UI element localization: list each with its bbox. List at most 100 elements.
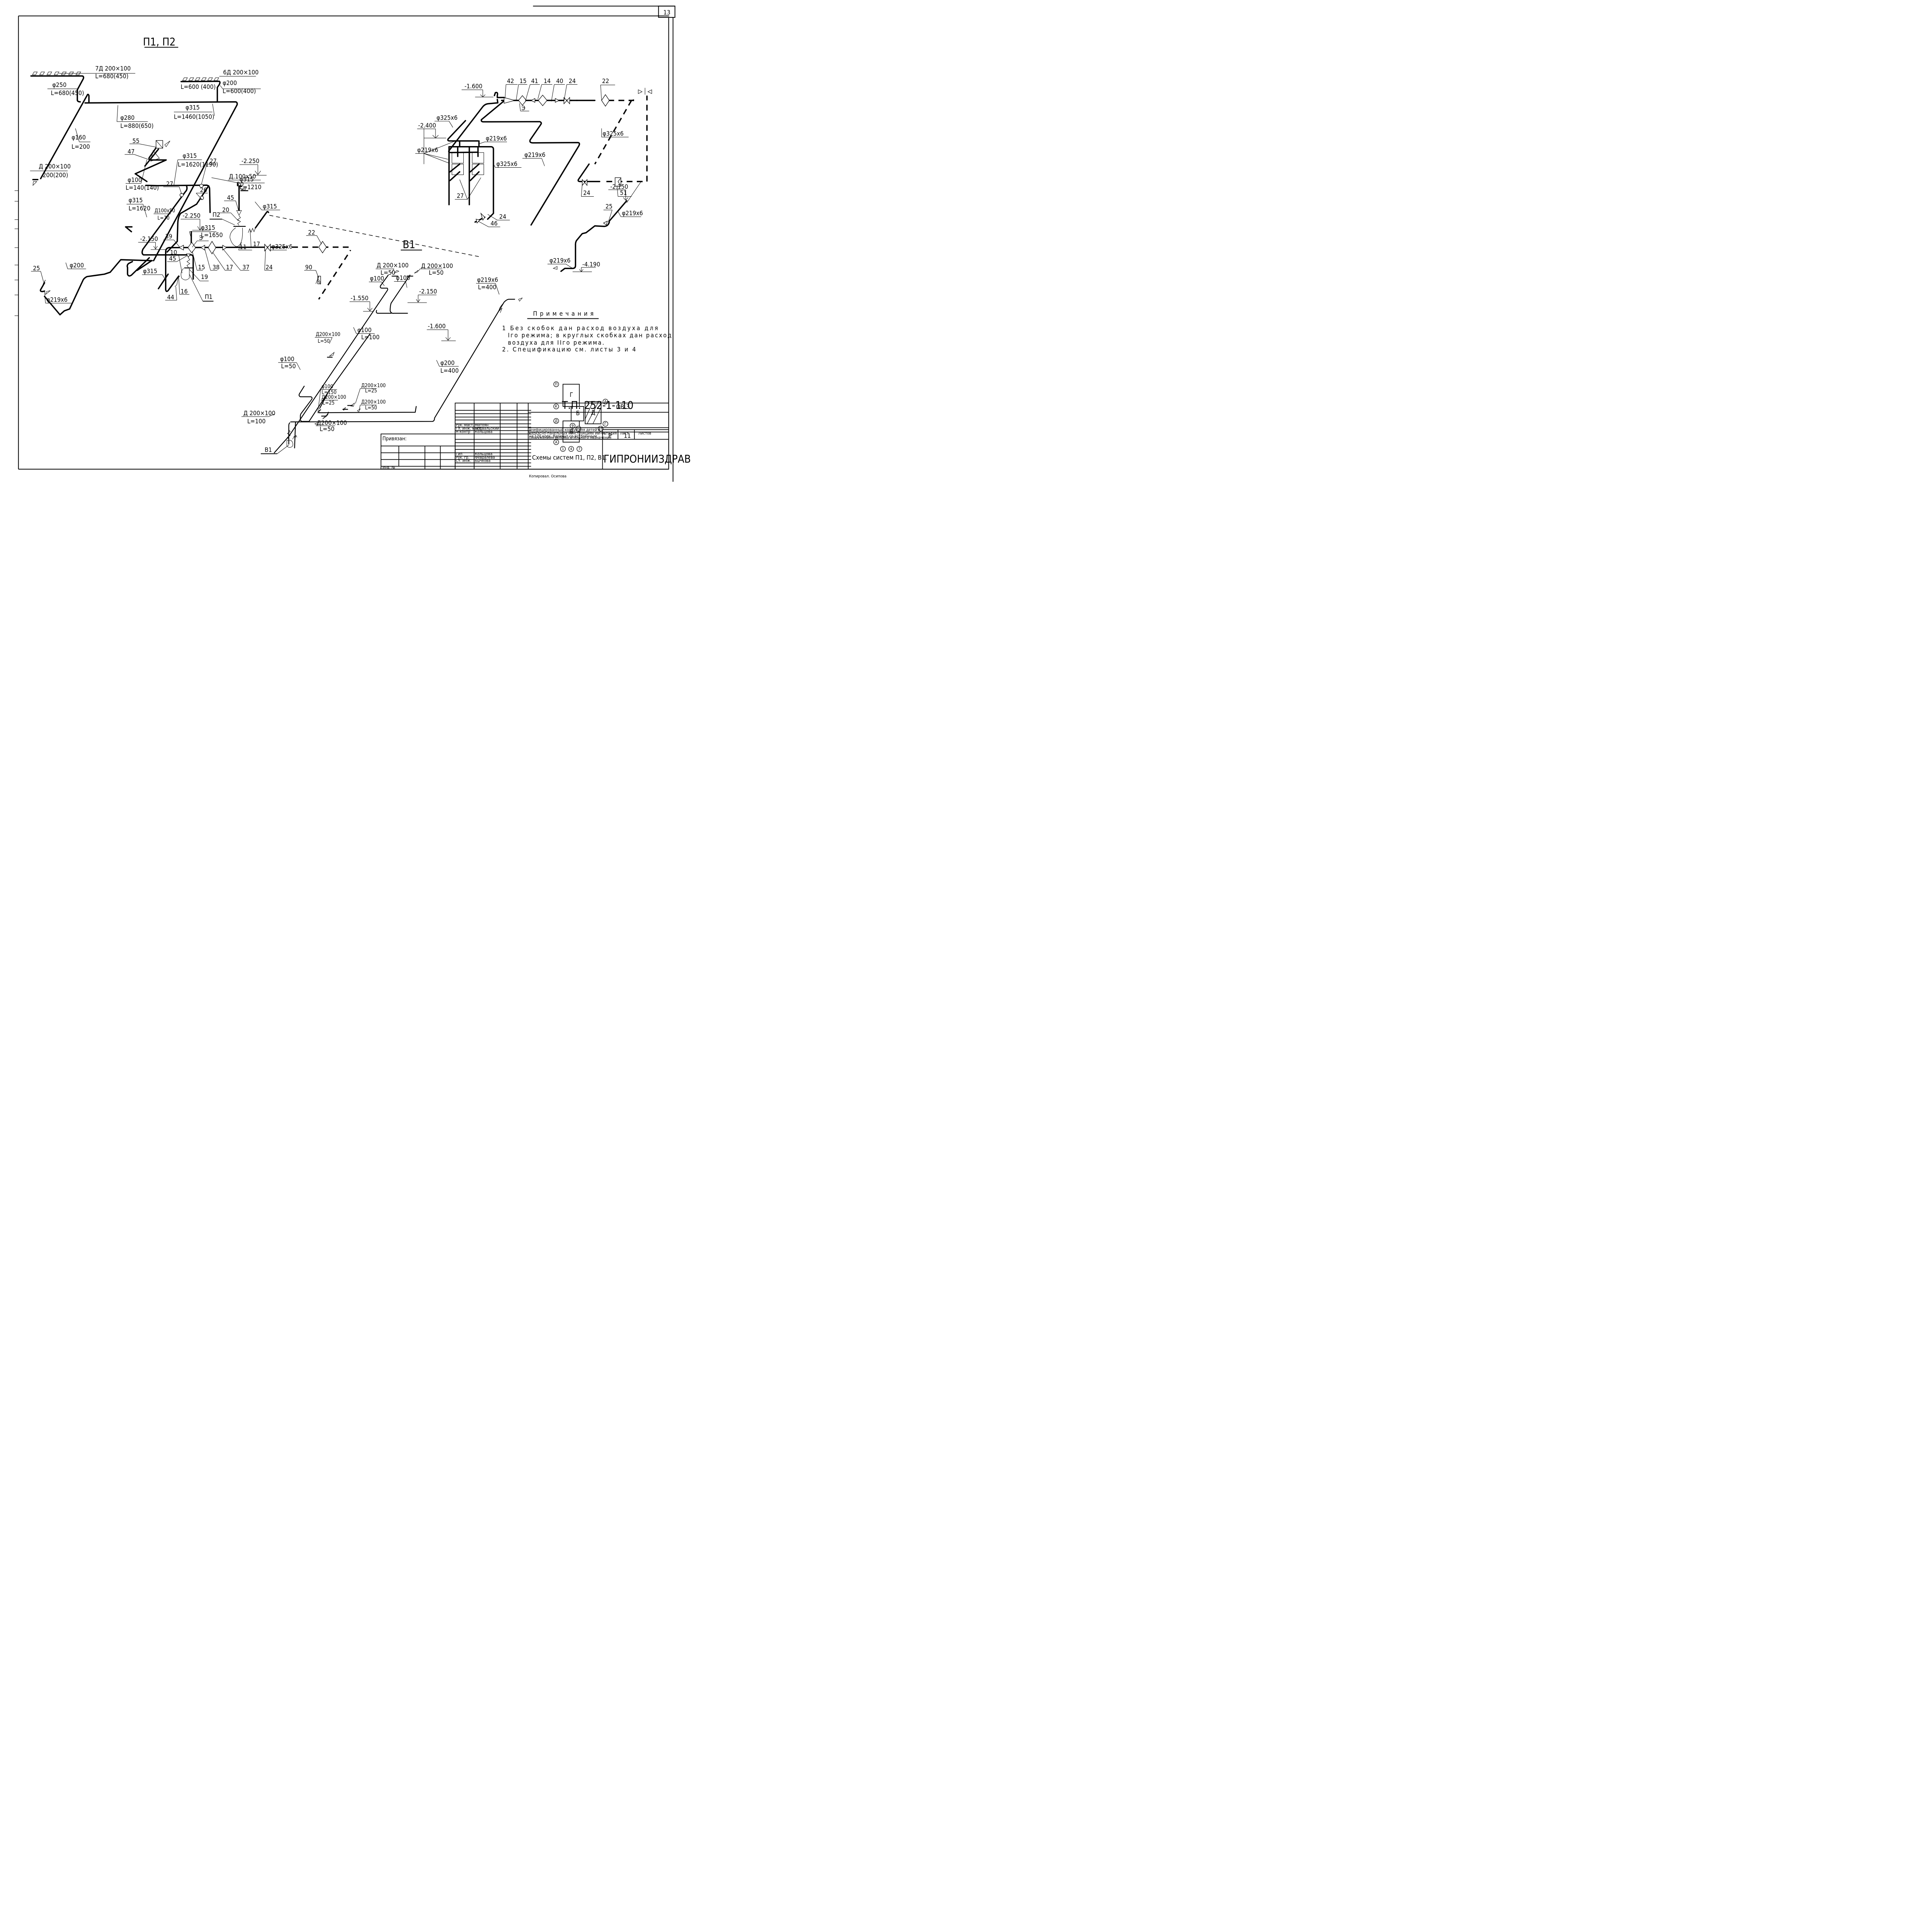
elev-heat-bot: -4.190	[582, 261, 600, 268]
mark-90: 90	[305, 264, 312, 271]
stage-value: Р	[608, 432, 612, 439]
mark-45-b: 45	[169, 255, 176, 262]
axis-label: 15	[599, 427, 603, 431]
doc-code: Т.П. 252-1-110	[561, 399, 633, 412]
label-d315-a-l: L=1460(1050)	[174, 113, 214, 120]
heating-pipes	[447, 88, 652, 272]
label-grille-7d-l: L=680(450)	[95, 72, 128, 80]
label-d200-b: φ200	[70, 262, 84, 269]
label-grille-100x50-b: Д100x50	[155, 208, 175, 214]
axis-label: К	[555, 405, 558, 409]
label-grille-6d: 6Д 200×100	[223, 68, 259, 76]
note-line-4: 2. Спецификацию см. листы 3 и 4	[502, 345, 637, 353]
label-d315-b: φ315	[183, 152, 197, 160]
b1-g3-l: L=50	[318, 338, 330, 344]
p1p2-dimension-labels: φ315 L=1620(1190) φ100 L=140(140) φ315 L…	[126, 152, 280, 238]
inv-label: Инв. №	[383, 466, 395, 470]
signature-role: Гип	[456, 452, 463, 456]
label-d315-g: φ315	[143, 267, 157, 275]
label-d315-a: φ315	[185, 104, 200, 111]
axis-bubble	[570, 423, 576, 429]
label-grille-100x50-a-l: 20	[236, 180, 243, 188]
axis-label: Г	[604, 422, 606, 426]
sheets-header: Листов	[638, 431, 651, 435]
sheet-number: 13	[663, 9, 670, 16]
project-desc-1: Унифицированный корпус для детей в	[529, 428, 600, 432]
signature-role: Н контр	[456, 430, 471, 434]
b1-g4-l: L=25	[323, 400, 335, 406]
note-line-2: Iго режима; в круглых скобках дан расход	[508, 332, 672, 339]
axis-bubble	[560, 446, 566, 452]
unit-p2: П2	[213, 211, 220, 218]
elev-heat-top: -1.600	[464, 83, 482, 90]
mark-19: 19	[201, 273, 208, 281]
mark-e: Э	[199, 234, 203, 242]
label-d315-b-l: L=1620(1190)	[178, 161, 218, 168]
axis-label: Д	[555, 419, 558, 423]
axis-label: А	[555, 440, 558, 445]
label-heat-d219x6-d: φ219x6	[622, 209, 643, 217]
block-v: В	[570, 428, 573, 435]
axis-bubble	[553, 418, 559, 424]
mark-15-heat: 15	[519, 77, 526, 85]
axis-label: 9	[571, 424, 574, 428]
mark-25-heat: 25	[605, 203, 612, 210]
label-grille-6d-l: L=600 (400)	[181, 83, 216, 90]
drawing-title: Схемы систем П1, П2, В1.	[532, 454, 607, 461]
b1-d200-l: L=400	[440, 367, 459, 374]
mark-26: 26	[200, 186, 207, 194]
axis-bubble	[577, 446, 582, 452]
mark-20: 20	[222, 206, 229, 213]
label-heat-d219x6-c: φ219x6	[524, 151, 546, 158]
label-d100-l: L=140(140)	[126, 184, 159, 191]
b1-g1: Д 200×100	[377, 262, 409, 269]
p1-equipment-line	[165, 231, 352, 300]
b1-d100-d-l: L=50	[281, 362, 296, 370]
mark-27-heat: 27	[457, 192, 464, 199]
mark-46: 46	[491, 219, 498, 227]
label-grille-left-l: 200(200)	[43, 171, 68, 179]
mark-44: 44	[167, 294, 174, 301]
notes: Примечания 1 Без скобок дан расход возду…	[502, 310, 672, 353]
signature-role: Рук. гр.	[456, 456, 469, 460]
sheet-value: 11	[624, 432, 631, 439]
b1-d100-e-l: L=150	[321, 389, 337, 395]
mark-27-b: 27	[166, 180, 173, 187]
p1p2-elevations: -2.250 -2.250 -2.150	[138, 157, 267, 250]
doc-section: ОВ 3	[616, 403, 629, 410]
mark-24-heat-a: 24	[499, 213, 506, 220]
mark-e-heat: Э	[521, 104, 525, 112]
bound-label: Привязан:	[383, 436, 407, 442]
label-d280-l: L=880(650)	[120, 122, 153, 129]
b1-d100-c: φ100	[357, 326, 372, 333]
label-heat-d325x6-a: φ325x6	[437, 114, 458, 121]
mark-10: 10	[170, 248, 177, 256]
b1-d100-a: φ100	[370, 275, 384, 282]
b1-g7-l: L=100	[247, 418, 266, 425]
b1-elev-b: -2.150	[419, 288, 437, 295]
elev-heat-mid: -2.400	[418, 122, 436, 129]
mark-24-p1: 24	[265, 264, 272, 271]
label-grille-100x50-a: Д.100x50	[229, 173, 256, 180]
grille-row-top-right: 6Д 200×100 L=600 (400) φ200 L=600(400)	[180, 68, 261, 103]
signature-name: Подвальский	[475, 427, 499, 431]
b1-d200: φ200	[440, 359, 455, 366]
mark-55: 55	[133, 137, 139, 145]
title-block: Т.П. 252-1-110 ОВ 3 Унифицированный корп…	[381, 399, 690, 479]
label-grille-100x50-b-l: L=70	[158, 215, 170, 221]
p1-equipment-labels: 39 Э 15 38 17 37 24 22 90 45 10 19 16	[31, 229, 322, 316]
drawing-sheet: 13 П1, П2 7Д 200×100 L=680(450) φ250 L=6…	[0, 0, 690, 485]
axis-bubble	[568, 446, 574, 452]
mark-27-a: 27	[209, 157, 216, 165]
mark-41: 41	[531, 77, 538, 85]
elev-heat-r: -2.150	[610, 183, 628, 190]
copied-by: Копировал. Осипова	[529, 474, 566, 479]
signature-name: Матоян	[475, 423, 488, 427]
duct-d160	[40, 94, 90, 179]
sheet-header: Лист	[620, 431, 629, 435]
b1-g6-l: L=50	[365, 405, 377, 411]
b1-d100-c-l: L=100	[361, 333, 380, 341]
label-d280: φ280	[120, 114, 134, 121]
label-heat-d219x6-a: φ219x6	[417, 146, 439, 154]
b1-d100-b: φ100	[396, 274, 410, 282]
